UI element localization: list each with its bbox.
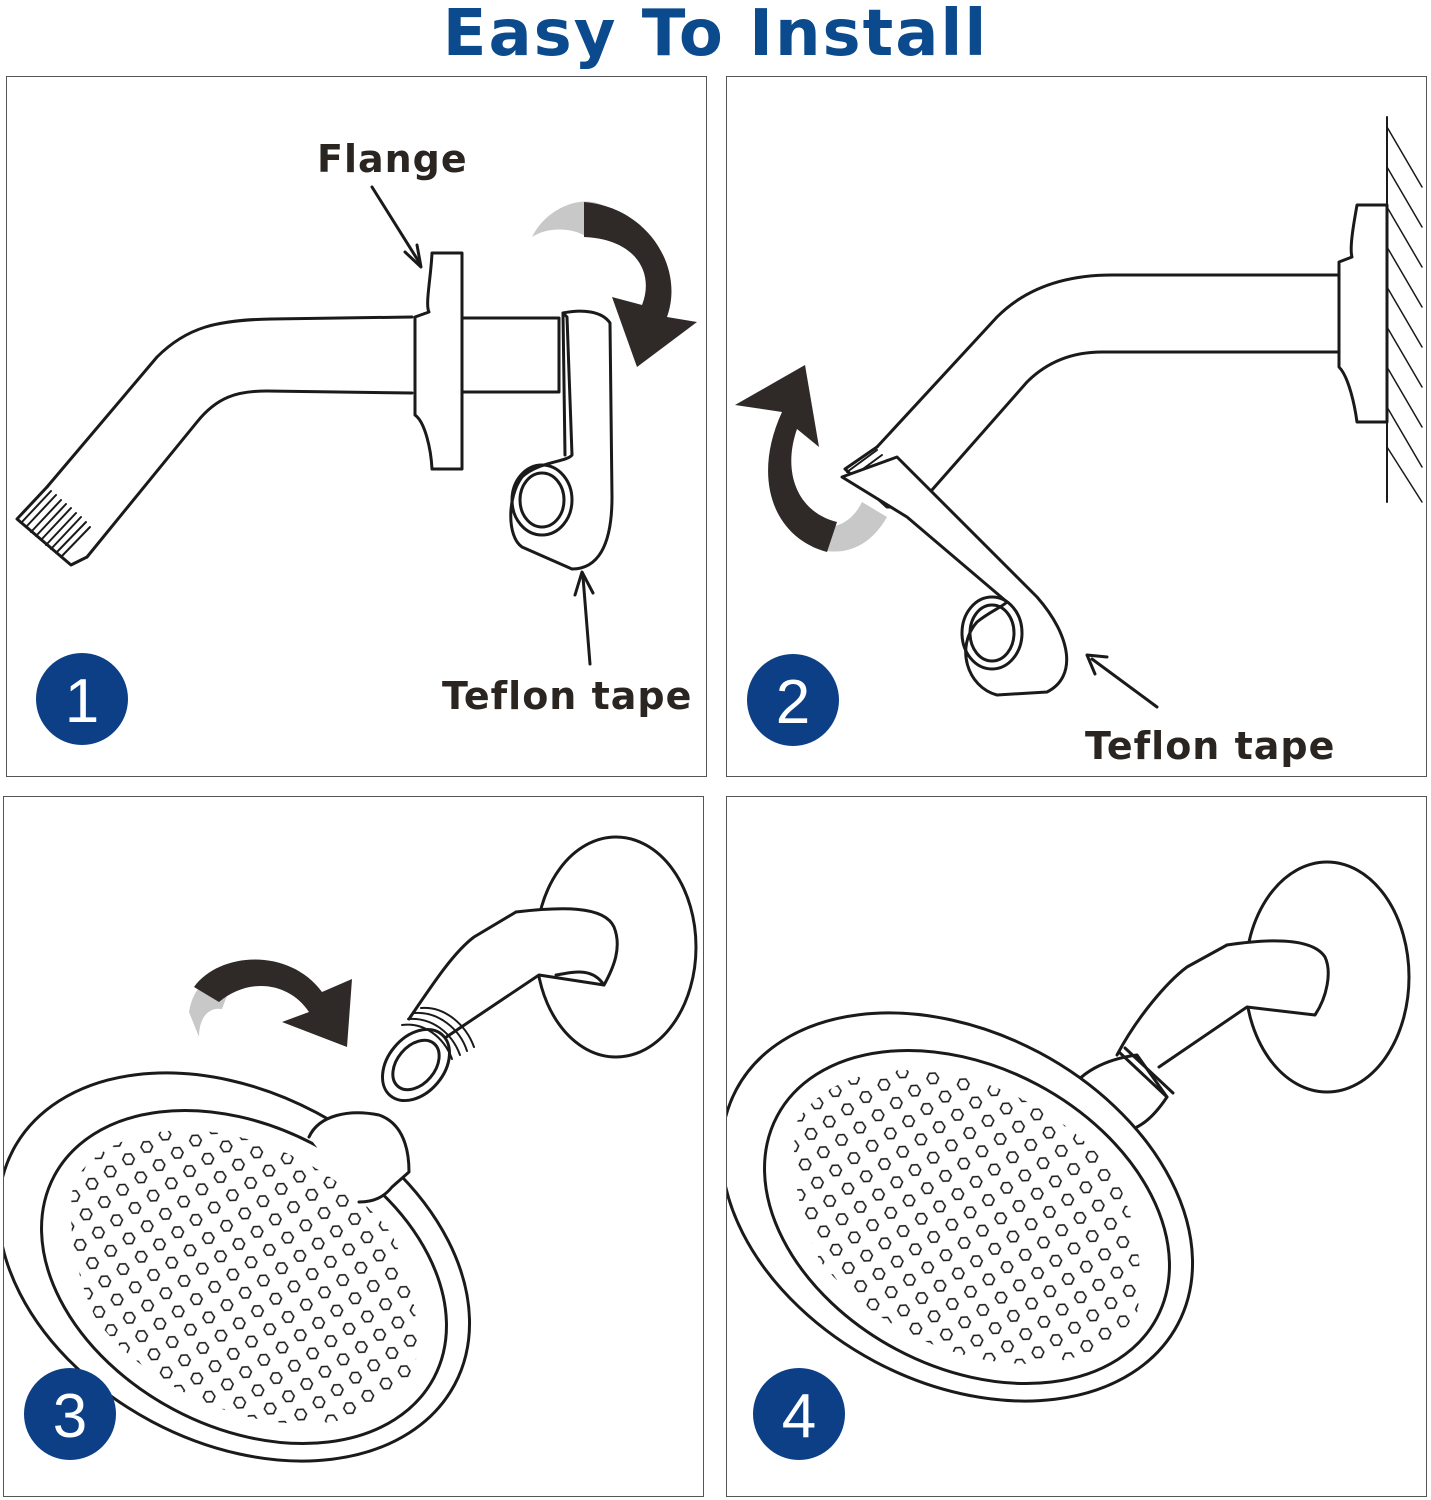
step-1-panel: Flange Teflon tape 1 xyxy=(6,76,707,777)
step-1-number: 1 xyxy=(65,667,99,736)
flange-label: Flange xyxy=(317,137,468,181)
step-2-number: 2 xyxy=(776,668,810,737)
step-3-panel: 3 xyxy=(3,796,704,1497)
step-2-panel: Teflon tape 2 xyxy=(726,76,1427,777)
step-4-badge: 4 xyxy=(753,1368,845,1460)
step-2-badge: 2 xyxy=(747,654,839,746)
step-1-badge: 1 xyxy=(36,653,128,745)
step-2-illustration: Teflon tape 2 xyxy=(735,116,1423,768)
step-4-illustration: 4 xyxy=(727,860,1411,1460)
step-4-panel: 4 xyxy=(726,796,1427,1497)
step-3-illustration: 3 xyxy=(4,835,698,1463)
teflon-tape-label: Teflon tape xyxy=(442,674,692,718)
step-4-number: 4 xyxy=(782,1382,816,1451)
step-3-badge: 3 xyxy=(24,1368,116,1460)
step-3-number: 3 xyxy=(53,1382,87,1451)
page-title: Easy To Install xyxy=(442,0,989,71)
teflon-tape-label-2: Teflon tape xyxy=(1085,724,1335,768)
step-1-illustration: Flange Teflon tape 1 xyxy=(15,137,697,745)
